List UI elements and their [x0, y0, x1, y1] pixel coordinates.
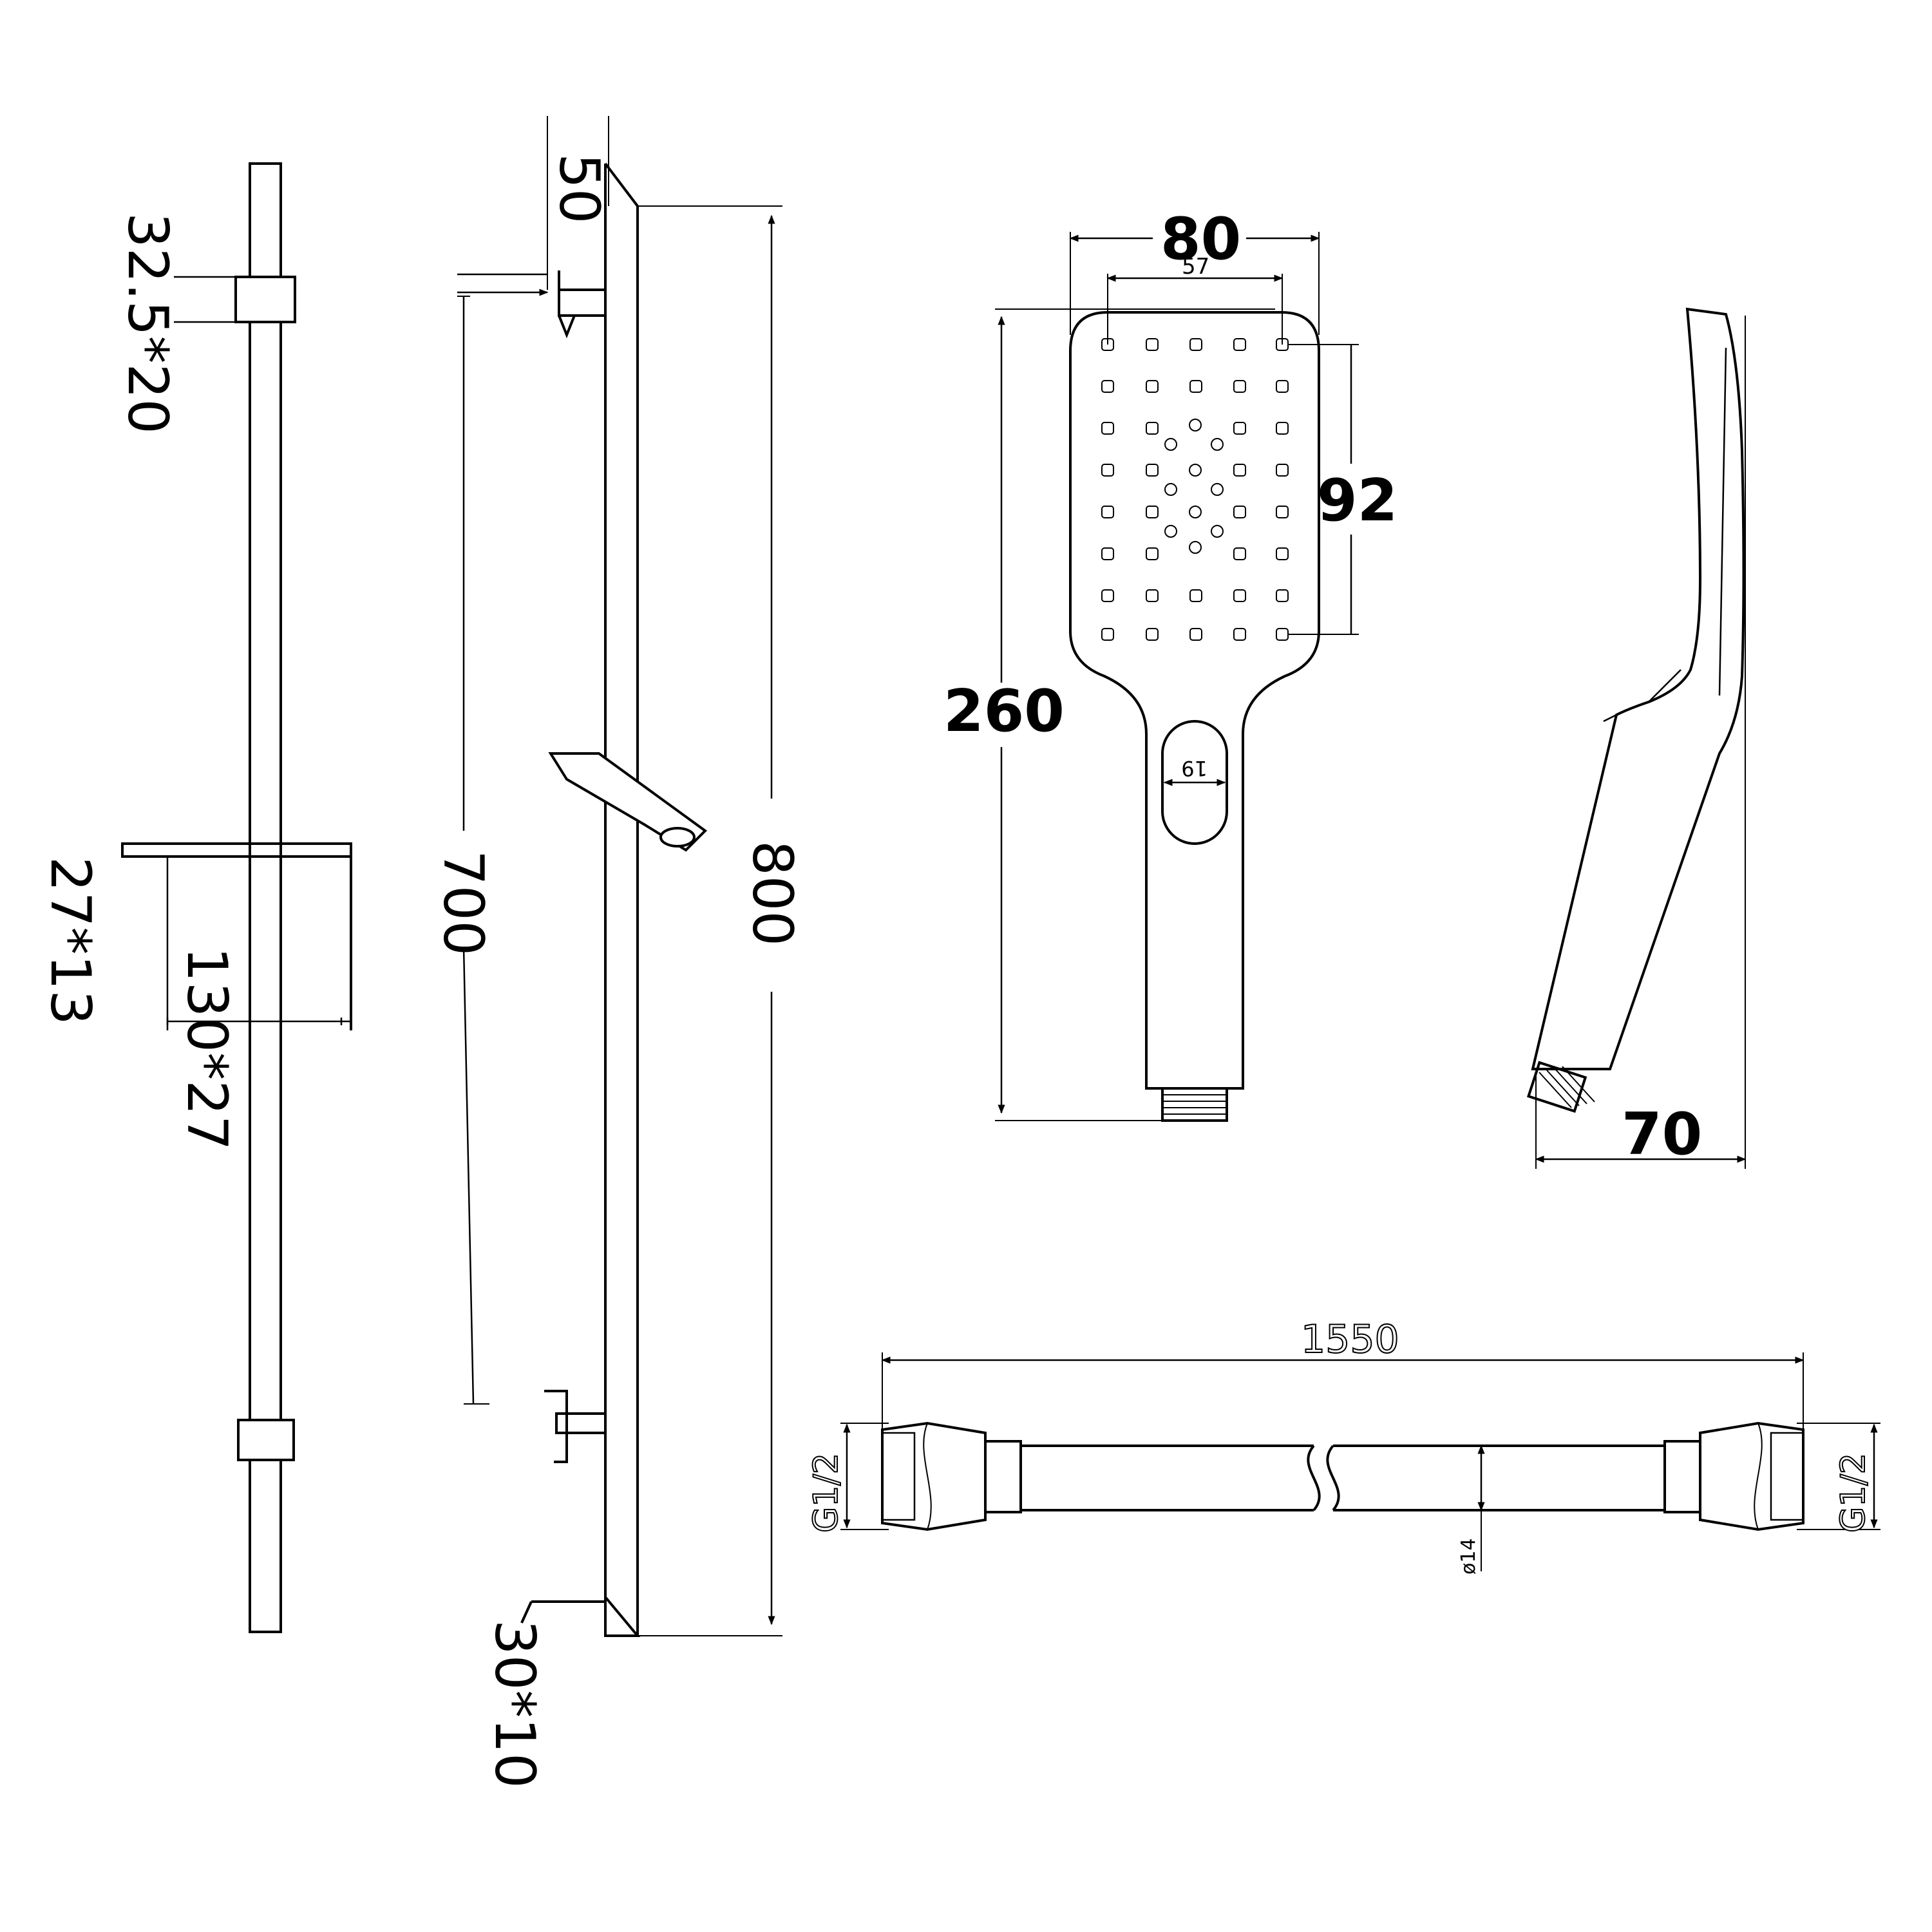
- mode-button: [1161, 720, 1228, 845]
- head-width-label: 80: [1160, 205, 1241, 273]
- bracket-spacing-label: 700: [431, 850, 495, 956]
- hose-break-mark: [1307, 1444, 1340, 1511]
- top-bracket: [558, 270, 607, 339]
- rail-side-view: 50 700 800 30*10: [431, 116, 804, 1788]
- hose-right-nut: [1699, 1421, 1804, 1531]
- clip-size-label: 32.5*20: [115, 213, 180, 434]
- hose-length-label: 1550: [1301, 1317, 1399, 1362]
- top-clip: [234, 276, 296, 323]
- end-cap-size-label: 30*10: [482, 1620, 547, 1788]
- nozzle-grid: [1101, 338, 1289, 641]
- bottom-clip: [237, 1419, 295, 1461]
- handset-front-view: 80 57 92 260 19: [943, 205, 1397, 1122]
- thread-lines: [1162, 1094, 1227, 1115]
- hose-left-nut: [881, 1421, 987, 1531]
- rail-front-view: 32.5*20 27*13 130*27: [38, 162, 352, 1633]
- connector-left-label: G1/2: [807, 1453, 846, 1533]
- top-offset-label: 50: [547, 153, 611, 223]
- handset-side-view: 70: [1526, 307, 1747, 1169]
- bottom-bracket: [544, 1390, 607, 1463]
- side-connector-thread: [1526, 1061, 1587, 1113]
- holder-size-label: 27*13: [38, 857, 102, 1025]
- button-width-label: 19: [1181, 756, 1208, 781]
- handset-side-outline: [1531, 307, 1745, 1070]
- total-length-label: 800: [740, 840, 804, 946]
- nozzle-span-label: 57: [1182, 254, 1209, 279]
- connector-thread: [1161, 1087, 1228, 1122]
- nozzle-height-label: 92: [1317, 467, 1397, 535]
- holder-side: [548, 752, 708, 852]
- holder-arm-size-label: 130*27: [175, 947, 239, 1151]
- depth-label: 70: [1622, 1101, 1702, 1168]
- rail-front-bar: [249, 162, 282, 1633]
- total-length-label-handset: 260: [943, 677, 1065, 745]
- holder-front: [121, 842, 352, 1030]
- handset-outline: [1069, 311, 1320, 1090]
- connector-right-label: G1/2: [1834, 1453, 1873, 1533]
- hose-diameter-label: ø14: [1457, 1538, 1480, 1575]
- hose-view: 1550 G1/2 G1/2 ø14: [806, 1316, 1880, 1575]
